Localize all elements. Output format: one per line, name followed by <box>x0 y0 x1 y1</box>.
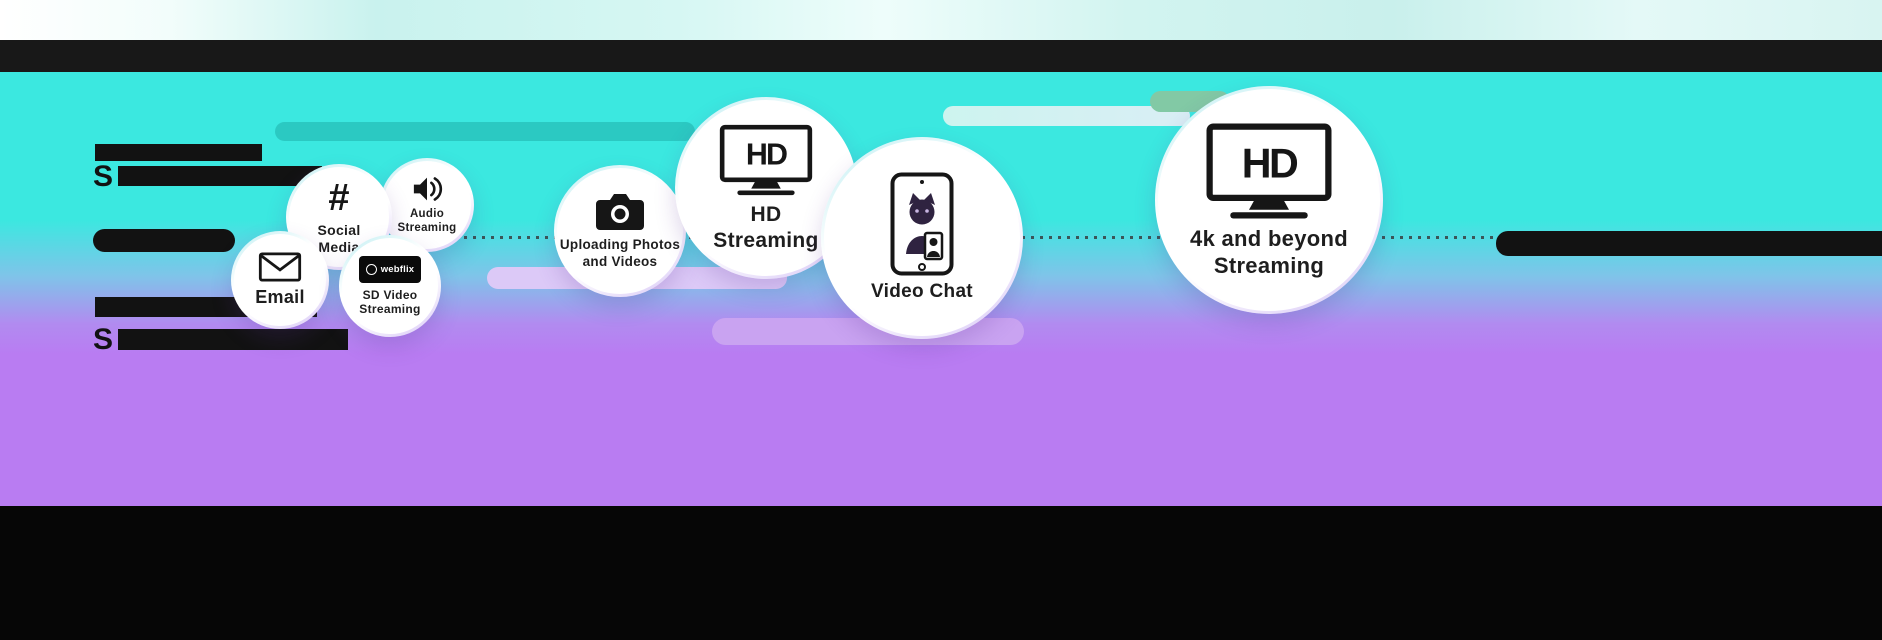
bubble-audio-label-line1: Audio <box>409 207 445 220</box>
bubble-hd-label-line2: Streaming <box>713 228 819 252</box>
webflix-brand-text: webflix <box>380 263 415 275</box>
bubble-social-label-line1: Social <box>317 221 361 238</box>
camera-icon <box>594 192 646 232</box>
bubble-sd-label-line2: Streaming <box>359 302 421 316</box>
bubble-social-label-line2: Media <box>318 238 360 255</box>
video-chat-phone-icon <box>890 172 954 276</box>
redacted-speed-pill-right <box>1496 231 1882 256</box>
bubble-videochat-label: Video Chat <box>871 281 973 303</box>
bubble-video-chat: Video Chat <box>821 137 1023 339</box>
fourk-tv-icon: HD <box>1204 121 1334 221</box>
bubble-sd-video-streaming: webflix SD Video Streaming <box>339 235 441 337</box>
bubble-fourk-label-line2: Streaming <box>1213 252 1325 278</box>
envelope-icon <box>258 252 302 282</box>
bubble-email: Email <box>231 231 329 329</box>
redacted-text-bar <box>118 166 322 186</box>
bubble-4k-streaming: HD 4k and beyond Streaming <box>1155 86 1383 314</box>
speaker-icon <box>411 175 443 203</box>
bubble-hd-label: HD Streaming <box>713 202 818 252</box>
bubble-fourk-label: 4k and beyond Streaming <box>1190 226 1348 279</box>
bubble-social-label: Social Media <box>317 222 360 256</box>
footer-black-bar <box>0 506 1882 640</box>
bubble-sd-label: SD Video Streaming <box>359 288 420 317</box>
hd-tv-screen-text: HD <box>746 138 787 172</box>
webflix-logo-icon: webflix <box>359 255 421 283</box>
fourk-tv-screen-text: HD <box>1242 140 1298 186</box>
redacted-text-bar <box>95 144 262 161</box>
bubble-uploading-photos: Uploading Photos and Videos <box>554 165 686 297</box>
redacted-speed-pill-left <box>93 229 235 252</box>
header-black-bar <box>0 40 1882 72</box>
bubble-fourk-inner: HD 4k and beyond Streaming <box>1158 89 1380 311</box>
redacted-line-letter: S <box>93 323 114 356</box>
bubble-upload-label-line2: and Videos <box>582 253 658 269</box>
bubble-hd-label-line1: HD <box>750 203 782 227</box>
webflix-dot-icon <box>365 263 377 275</box>
decor-pill-light-cyan <box>943 106 1190 126</box>
bubble-videochat-inner: Video Chat <box>824 140 1020 336</box>
dotted-connector-line <box>428 236 1882 239</box>
bubble-sd-label-line1: SD Video <box>362 287 418 302</box>
bubble-fourk-label-line1: 4k and beyond <box>1190 226 1348 252</box>
bubble-email-inner: Email <box>234 234 326 326</box>
bubble-audio-label-line2: Streaming <box>397 221 457 234</box>
bubble-upload-label-line1: Uploading Photos <box>559 237 681 253</box>
bubble-upload-label: Uploading Photos and Videos <box>560 237 680 269</box>
bubble-audio-label: Audio Streaming <box>398 208 457 236</box>
redacted-line-letter: S <box>93 160 114 193</box>
bubble-sd-inner: webflix SD Video Streaming <box>342 238 438 334</box>
bubble-audio-inner: Audio Streaming <box>383 161 471 249</box>
redacted-text-bar <box>118 329 348 350</box>
bubble-email-label: Email <box>255 286 305 307</box>
hd-tv-icon: HD <box>718 123 814 197</box>
top-gradient-strip <box>0 0 1882 40</box>
bubble-upload-inner: Uploading Photos and Videos <box>557 168 683 294</box>
decor-pill-dark-teal <box>275 122 695 141</box>
hashtag-icon: # <box>328 176 350 219</box>
